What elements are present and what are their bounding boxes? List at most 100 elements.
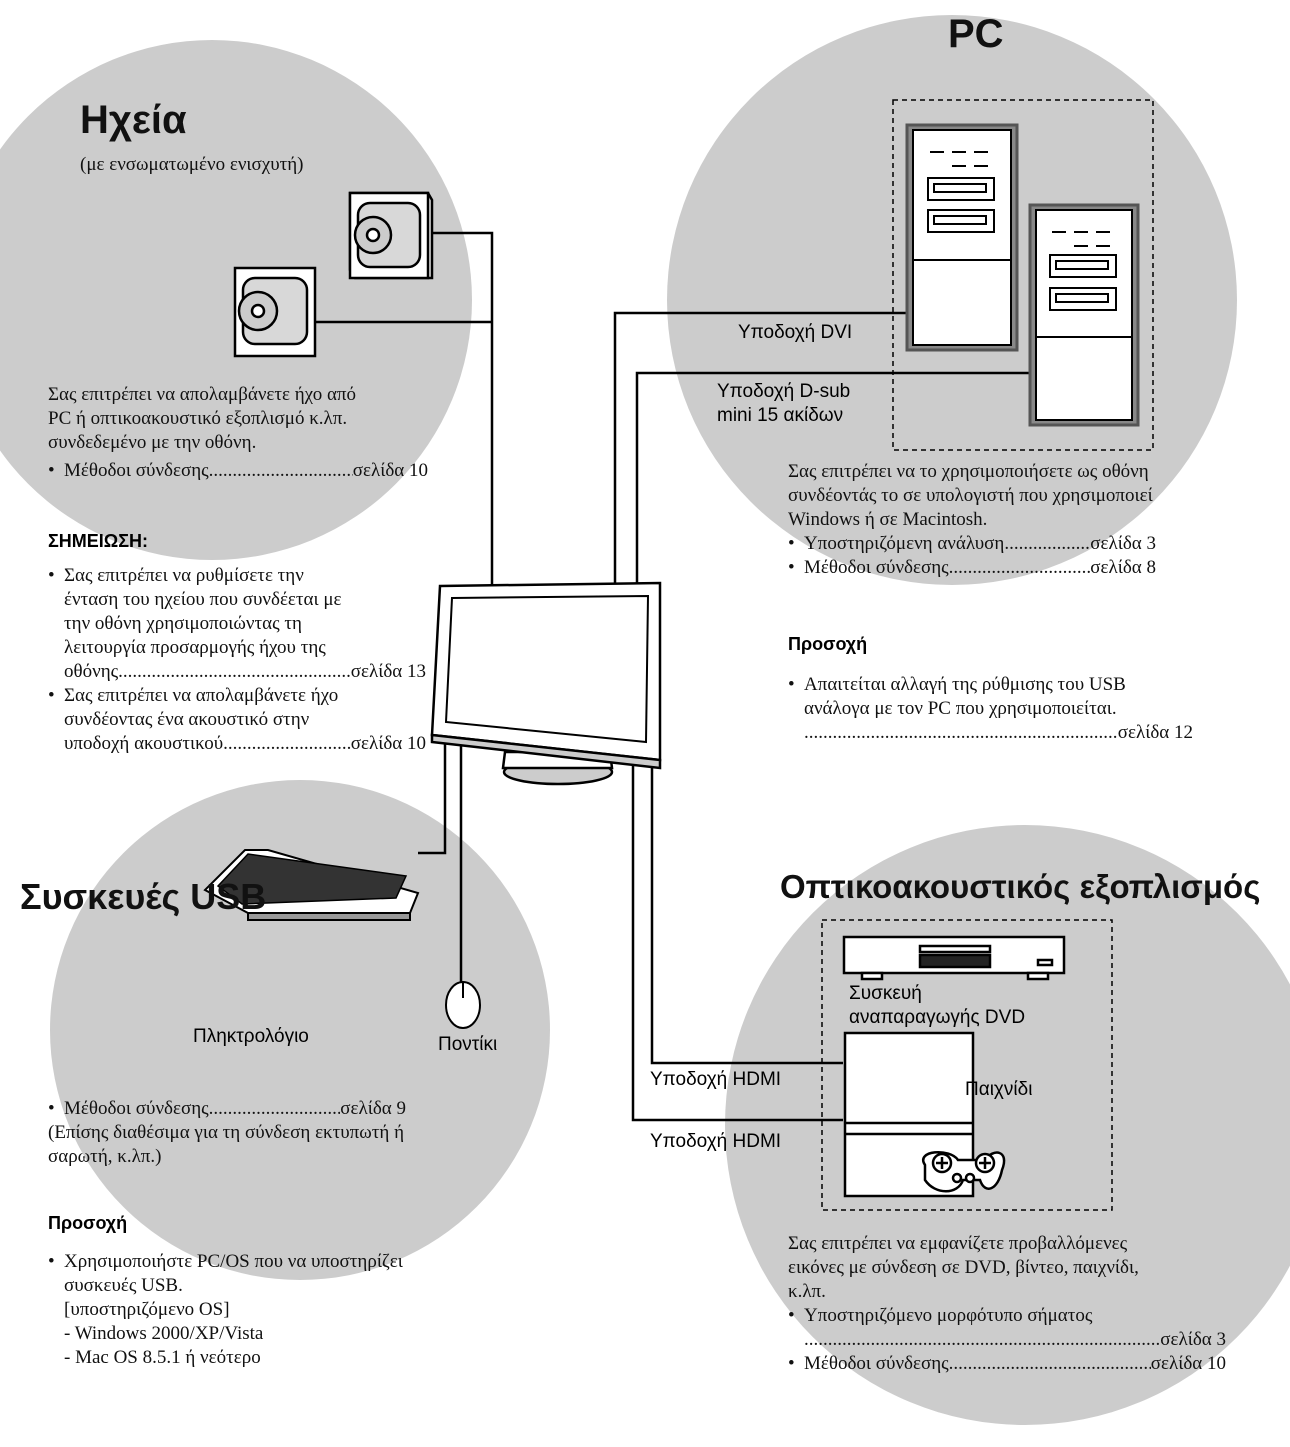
- note-line: λειτουργία προσαρμογής ήχου της: [64, 637, 326, 658]
- av-desc-line: Σας επιτρέπει να εμφανίζετε προβαλλόμενε…: [788, 1233, 1128, 1254]
- speaker-icon: [348, 191, 434, 280]
- av-desc-line: εικόνες με σύνδεση σε DVD, βίντεο, παιχν…: [788, 1257, 1139, 1278]
- note-item: Σας επιτρέπει να ρυθμίσετε την ένταση το…: [48, 564, 426, 684]
- speakers-ref: Μέθοδοι σύνδεσης σελίδα 10: [48, 459, 428, 483]
- os-heading: [υποστηριζόμενο OS]: [64, 1299, 230, 1320]
- usb-caution-body: Χρησιμοποιήστε PC/OS που να υποστηρίζει …: [48, 1250, 508, 1370]
- ref-page: σελίδα 8: [1090, 557, 1156, 578]
- hdmi-cable-1: [631, 740, 843, 1122]
- note-line: Σας επιτρέπει να ρυθμίσετε την: [64, 565, 304, 586]
- ref-page: σελίδα 9: [340, 1098, 406, 1119]
- note-line: ένταση του ηχείου που συνδέεται με: [64, 589, 342, 610]
- note-line: οθόνης.: [64, 661, 123, 682]
- keyboard-label: Πληκτρολόγιο: [193, 1026, 309, 1047]
- leader-dots: [209, 459, 353, 483]
- usb-caution-line: συσκευές USB.: [64, 1275, 183, 1296]
- leader-dots: [123, 660, 351, 684]
- cables: [315, 231, 1030, 1122]
- pc-caution-ref: σελίδα 12: [804, 721, 1193, 745]
- dvd-label-line: αναπαραγωγής DVD: [849, 1007, 1026, 1028]
- ref-page: σελίδα 10: [1150, 1353, 1226, 1374]
- dvd-player-icon: [842, 935, 1066, 981]
- leader-dots: [949, 556, 1091, 580]
- pc-desc-line: συνδέοντάς το σε υπολογιστή που χρησιμοπ…: [788, 485, 1153, 506]
- leader-dots: [223, 732, 351, 756]
- dsub-label: Υποδοχή D-sub mini 15 ακίδων: [717, 380, 850, 428]
- pc-title: PC: [948, 12, 1004, 56]
- pc-ref: Υποστηριζόμενη ανάλυσησελίδα 3: [788, 532, 1156, 556]
- hdmi-cable-2: [650, 740, 843, 1065]
- note-ref: υποδοχή ακουστικού σελίδα 10: [64, 732, 426, 756]
- note-item: Σας επιτρέπει να απολαμβάνετε ήχο συνδέο…: [48, 684, 426, 756]
- mouse-label: Ποντίκι: [438, 1034, 498, 1055]
- usb-caution-item: Χρησιμοποιήστε PC/OS που να υποστηρίζει …: [48, 1250, 508, 1370]
- usb-ref: Μέθοδοι σύνδεσης σελίδα 9: [48, 1097, 406, 1121]
- leader-dots: [1004, 532, 1090, 556]
- speakers-desc-line: συνδεδεμένο με την οθόνη.: [48, 432, 257, 453]
- note-line: Σας επιτρέπει να απολαμβάνετε ήχο: [64, 685, 339, 706]
- note-body: Σας επιτρέπει να ρυθμίσετε την ένταση το…: [48, 564, 426, 756]
- dsub-label-line: mini 15 ακίδων: [717, 405, 844, 426]
- leader-dots: [949, 1352, 1151, 1376]
- av-ref: Μέθοδοι σύνδεσης σελίδα 10: [788, 1352, 1226, 1376]
- monitor-icon: [430, 581, 662, 786]
- usb-extra-line: σαρωτή, κ.λπ.): [48, 1146, 162, 1167]
- pc-ref: Μέθοδοι σύνδεσηςσελίδα 8: [788, 556, 1156, 580]
- dvi-cable: [613, 311, 915, 590]
- ref-label: Μέθοδοι σύνδεσης: [64, 460, 209, 481]
- note-line: συνδέοντας ένα ακουστικό στην: [64, 709, 310, 730]
- ref-page: σελίδα 10: [350, 733, 426, 754]
- note-line: υποδοχή ακουστικού: [64, 733, 224, 754]
- pc-caution-line: ανάλογα με τον PC που χρησιμοποιείται.: [804, 698, 1117, 719]
- usb-circle: [50, 780, 550, 1280]
- av-ref: Υποστηριζόμενο μορφότυπο σήματος σελίδα …: [788, 1304, 1226, 1352]
- ref-page: σελίδα 13: [350, 661, 426, 682]
- ref-page: σελίδα 3: [1090, 533, 1156, 554]
- speakers-desc-line: Σας επιτρέπει να απολαμβάνετε ήχο από: [48, 384, 356, 405]
- usb-title: Συσκευές USB: [20, 876, 267, 917]
- keyboard-icon: [203, 849, 420, 921]
- note-line: την οθόνη χρησιμοποιώντας τη: [64, 613, 302, 634]
- mouse-icon: [445, 981, 481, 1029]
- pc-caution-body: Απαιτείται αλλαγή της ρύθμισης του USB α…: [788, 673, 1193, 745]
- hdmi-label-1: Υποδοχή HDMI: [650, 1069, 782, 1090]
- pc-dashed-frame: [892, 99, 1154, 451]
- speakers-title: Ηχεία: [80, 98, 187, 142]
- game-controller-icon: [922, 1150, 1006, 1193]
- pc-caution-line: Απαιτείται αλλαγή της ρύθμισης του USB: [804, 674, 1126, 695]
- usb-caution-heading: Προσοχή: [48, 1213, 128, 1233]
- usb-description: Μέθοδοι σύνδεσης σελίδα 9 (Επίσης διαθέσι…: [48, 1097, 508, 1169]
- speaker-cable: [432, 231, 494, 590]
- av-ref-row: σελίδα 3: [804, 1328, 1226, 1352]
- pc-caution-heading: Προσοχή: [788, 634, 868, 654]
- ref-label: Μέθοδοι σύνδεσης: [64, 1098, 209, 1119]
- dvi-label: Υποδοχή DVI: [738, 322, 853, 343]
- speaker-icon-2: [233, 266, 317, 358]
- av-dashed-frame: [821, 919, 1113, 1211]
- ref-page: σελίδα 10: [352, 460, 428, 481]
- pc-tower-icon: [905, 123, 1019, 352]
- speakers-desc-line: PC ή οπτικοακουστικό εξοπλισμό κ.λπ.: [48, 408, 348, 429]
- usb-extra-line: (Επίσης διαθέσιμα για τη σύνδεση εκτυπωτ…: [48, 1122, 405, 1143]
- dvd-label-line: Συσκευή: [849, 983, 922, 1004]
- ref-label: Μέθοδοι σύνδεσης: [804, 1353, 949, 1374]
- pc-description: Σας επιτρέπει να το χρησιμοποιήσετε ως ο…: [788, 460, 1198, 580]
- dsub-cable: [635, 371, 1030, 590]
- speakers-subtitle: (με ενσωματωμένο ενισχυτή): [80, 154, 304, 175]
- dvd-label: Συσκευή αναπαραγωγής DVD: [849, 982, 1025, 1030]
- pc-desc-line: Windows ή σε Macintosh.: [788, 509, 988, 530]
- leader-dots: [804, 721, 1118, 745]
- av-description: Σας επιτρέπει να εμφανίζετε προβαλλόμενε…: [788, 1232, 1226, 1376]
- speakers-description: Σας επιτρέπει να απολαμβάνετε ήχο από PC…: [48, 383, 428, 483]
- leader-dots: [209, 1097, 341, 1121]
- av-desc-line: κ.λπ.: [788, 1281, 826, 1302]
- note-heading: ΣΗΜΕΙΩΣΗ:: [48, 531, 149, 551]
- av-title: Οπτικοακουστικός εξοπλισμός: [780, 868, 1261, 905]
- game-label: Παιχνίδι: [965, 1079, 1033, 1100]
- os-item: - Mac OS 8.5.1 ή νεότερο: [64, 1347, 261, 1368]
- note-ref: οθόνης. σελίδα 13: [64, 660, 426, 684]
- pc-tower-icon-2: [1028, 203, 1140, 427]
- usb-caution-line: Χρησιμοποιήστε PC/OS που να υποστηρίζει: [64, 1251, 403, 1272]
